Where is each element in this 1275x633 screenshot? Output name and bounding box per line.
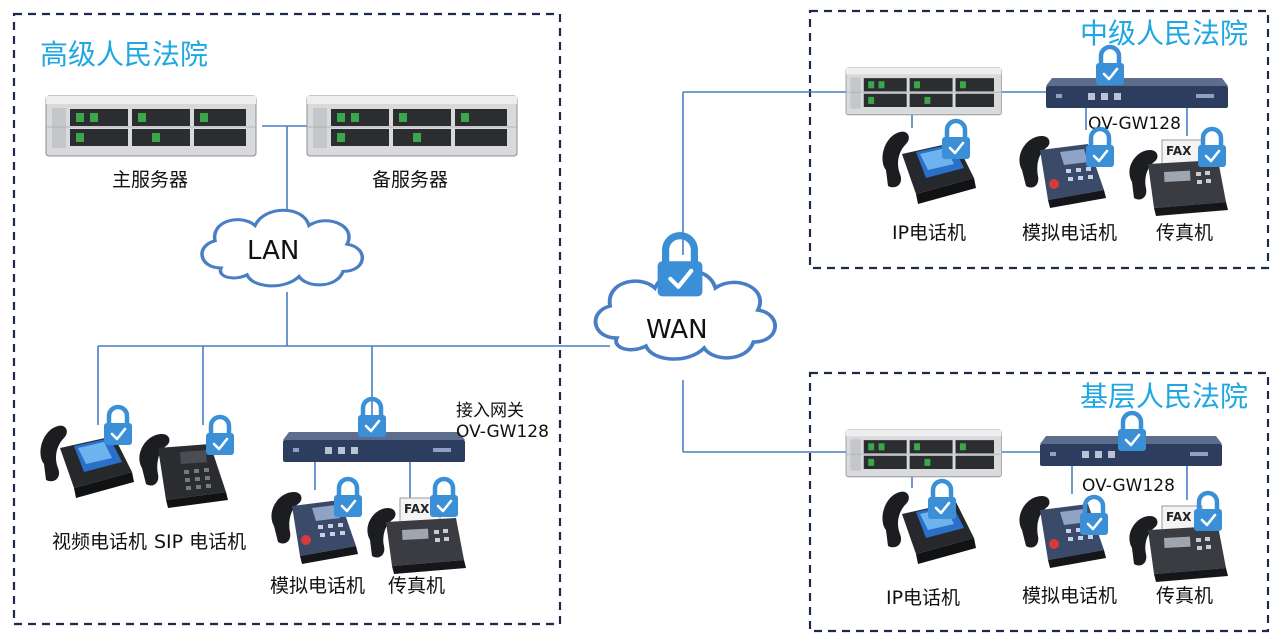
basic-court-analog-phone-label: 模拟电话机	[1022, 585, 1117, 607]
main-server-label: 主服务器	[112, 169, 188, 191]
wan-lock-icon	[658, 236, 703, 297]
basic-court-fax-label: 传真机	[1156, 585, 1213, 607]
mid-court-region	[808, 9, 1270, 270]
high-court-analog-phone-lock-icon	[334, 479, 362, 517]
basic-court-fax-lock-icon	[1194, 493, 1222, 531]
mid-court-gateway-label: OV-GW128	[1088, 114, 1181, 134]
mid-court-ip-phone-label: IP电话机	[892, 222, 966, 244]
mid-court-analog-phone-lock-icon	[1086, 129, 1114, 167]
high-court-fax-label: 传真机	[388, 575, 445, 597]
basic-court-fax-screen-text: FAX	[1166, 510, 1192, 524]
connections	[97, 91, 1188, 500]
mid-court-server	[845, 67, 1002, 116]
basic-court-region	[808, 371, 1270, 633]
backup-server-label: 备服务器	[372, 169, 448, 191]
mid-court-fax-label: 传真机	[1156, 222, 1213, 244]
high-court-gateway-label-line2: OV-GW128	[456, 422, 549, 442]
lan-label: LAN	[247, 236, 299, 266]
sip-phone-lock-icon	[206, 417, 234, 455]
high-court-region	[12, 12, 562, 626]
video-phone-label: 视频电话机	[52, 531, 147, 553]
high-court-analog-phone-label: 模拟电话机	[270, 575, 365, 597]
sip-phone-label: SIP 电话机	[154, 531, 246, 553]
mid-court-gateway-lock-icon	[1096, 47, 1124, 85]
basic-court-analog-phone-lock-icon	[1080, 497, 1108, 535]
mid-court-ip-phone-lock-icon	[942, 121, 970, 159]
basic-court-gateway-lock-icon	[1118, 413, 1146, 451]
mid-court-fax-screen-text: FAX	[1166, 144, 1192, 158]
basic-court-title: 基层人民法院	[1080, 380, 1248, 413]
basic-court-ip-phone-label: IP电话机	[886, 587, 960, 609]
high-court-fax-screen-text: FAX	[404, 502, 430, 516]
high-court-fax-lock-icon	[430, 479, 458, 517]
mid-court-title: 中级人民法院	[1080, 17, 1248, 50]
basic-court-server	[845, 429, 1002, 478]
high-court-gateway-label-line1: 接入网关	[456, 401, 524, 421]
basic-court-gateway-label: OV-GW128	[1082, 476, 1175, 496]
mid-court-analog-phone-label: 模拟电话机	[1022, 222, 1117, 244]
video-phone-lock-icon	[104, 407, 132, 445]
high-court-title: 高级人民法院	[40, 38, 208, 71]
main-server	[45, 95, 257, 157]
wan-label: WAN	[646, 315, 708, 345]
backup-server	[306, 95, 518, 157]
mid-court-fax-lock-icon	[1198, 129, 1226, 167]
basic-court-ip-phone-lock-icon	[928, 481, 956, 519]
mid-court-gateway	[1046, 78, 1228, 108]
